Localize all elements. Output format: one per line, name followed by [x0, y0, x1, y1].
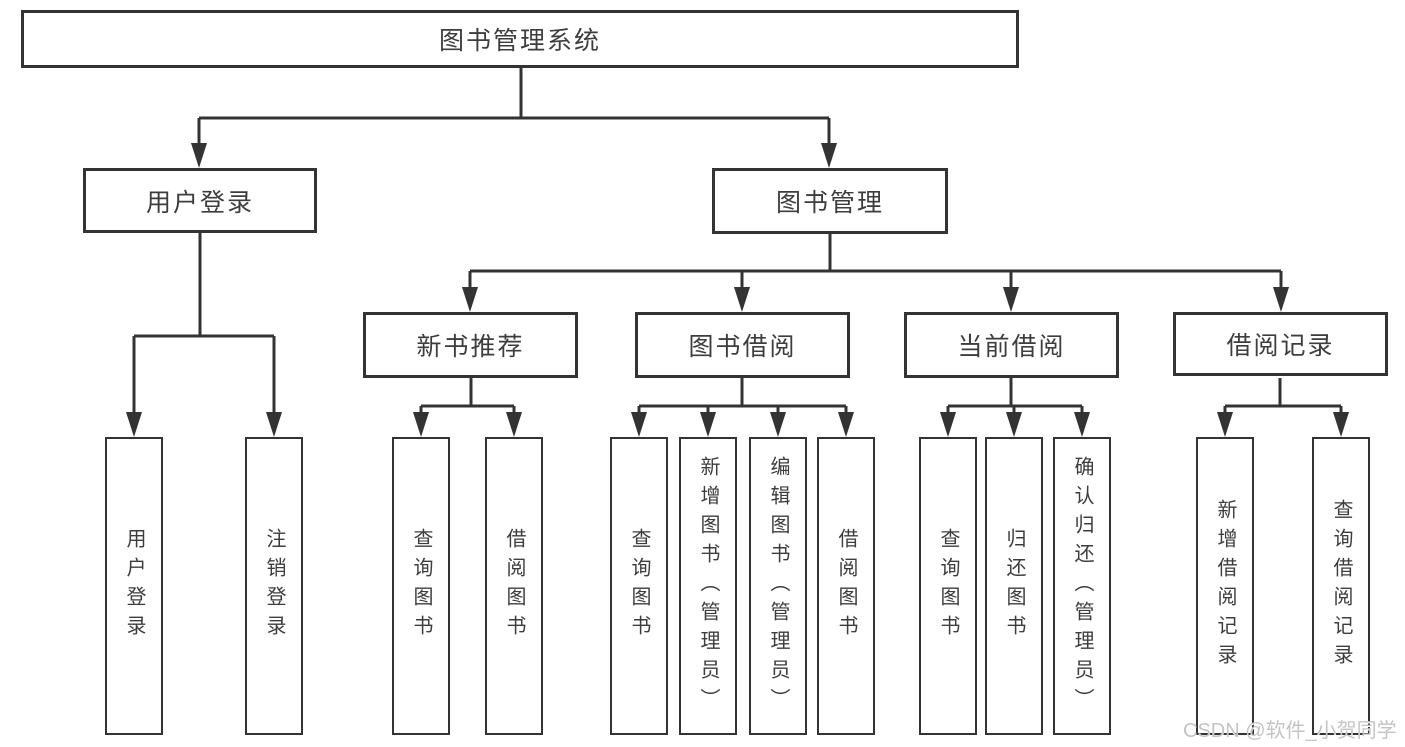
leaf-borrow-edit-books-label: 编辑图书（管理员）: [767, 455, 789, 717]
leaf-records-query-record: 查询借阅记录: [1312, 437, 1370, 735]
leaf-logout-label: 注销登录: [263, 528, 285, 644]
node-new-book-recommend: 新书推荐: [363, 312, 578, 378]
leaf-newrec-borrow-books: 借阅图书: [485, 437, 543, 735]
leaf-newrec-query-books-label: 查询图书: [410, 528, 432, 644]
leaf-borrow-borrow-books: 借阅图书: [817, 437, 875, 735]
node-current-borrowing: 当前借阅: [904, 312, 1119, 378]
node-user-login: 用户登录: [83, 168, 317, 233]
leaf-records-query-record-label: 查询借阅记录: [1330, 499, 1352, 673]
leaf-current-query-books: 查询图书: [919, 437, 977, 735]
leaf-borrow-add-books-label: 新增图书（管理员）: [697, 455, 719, 717]
node-root-label: 图书管理系统: [438, 27, 601, 55]
leaf-newrec-query-books: 查询图书: [392, 437, 450, 735]
leaf-user-login-label: 用户登录: [123, 528, 145, 644]
node-root: 图书管理系统: [21, 10, 1019, 68]
leaf-current-confirm-return: 确认归还（管理员）: [1053, 437, 1111, 735]
leaf-current-confirm-return-label: 确认归还（管理员）: [1071, 455, 1093, 717]
node-new-book-recommend-label: 新书推荐: [416, 333, 525, 361]
leaf-borrow-query-books-label: 查询图书: [628, 528, 650, 644]
leaf-current-return-books: 归还图书: [985, 437, 1043, 735]
leaf-borrow-add-books: 新增图书（管理员）: [679, 437, 737, 735]
leaf-borrow-query-books: 查询图书: [610, 437, 668, 735]
node-user-login-label: 用户登录: [145, 188, 254, 217]
leaf-current-return-books-label: 归还图书: [1003, 528, 1025, 644]
leaf-borrow-borrow-books-label: 借阅图书: [835, 528, 857, 644]
leaf-records-add-record: 新增借阅记录: [1196, 437, 1254, 735]
node-borrow-records: 借阅记录: [1173, 312, 1388, 376]
leaf-newrec-borrow-books-label: 借阅图书: [503, 528, 525, 644]
leaf-records-add-record-label: 新增借阅记录: [1214, 499, 1236, 673]
node-book-borrowing-label: 图书借阅: [688, 333, 797, 361]
csdn-watermark: CSDN @软件_小贺同学: [1183, 720, 1397, 742]
node-current-borrowing-label: 当前借阅: [957, 333, 1066, 361]
leaf-user-login: 用户登录: [105, 437, 163, 735]
leaf-logout: 注销登录: [245, 437, 303, 735]
node-book-management: 图书管理: [712, 168, 948, 234]
node-borrow-records-label: 借阅记录: [1226, 332, 1335, 360]
node-book-borrowing: 图书借阅: [635, 312, 850, 378]
node-book-management-label: 图书管理: [775, 189, 884, 217]
leaf-borrow-edit-books: 编辑图书（管理员）: [749, 437, 807, 735]
leaf-current-query-books-label: 查询图书: [937, 528, 959, 644]
